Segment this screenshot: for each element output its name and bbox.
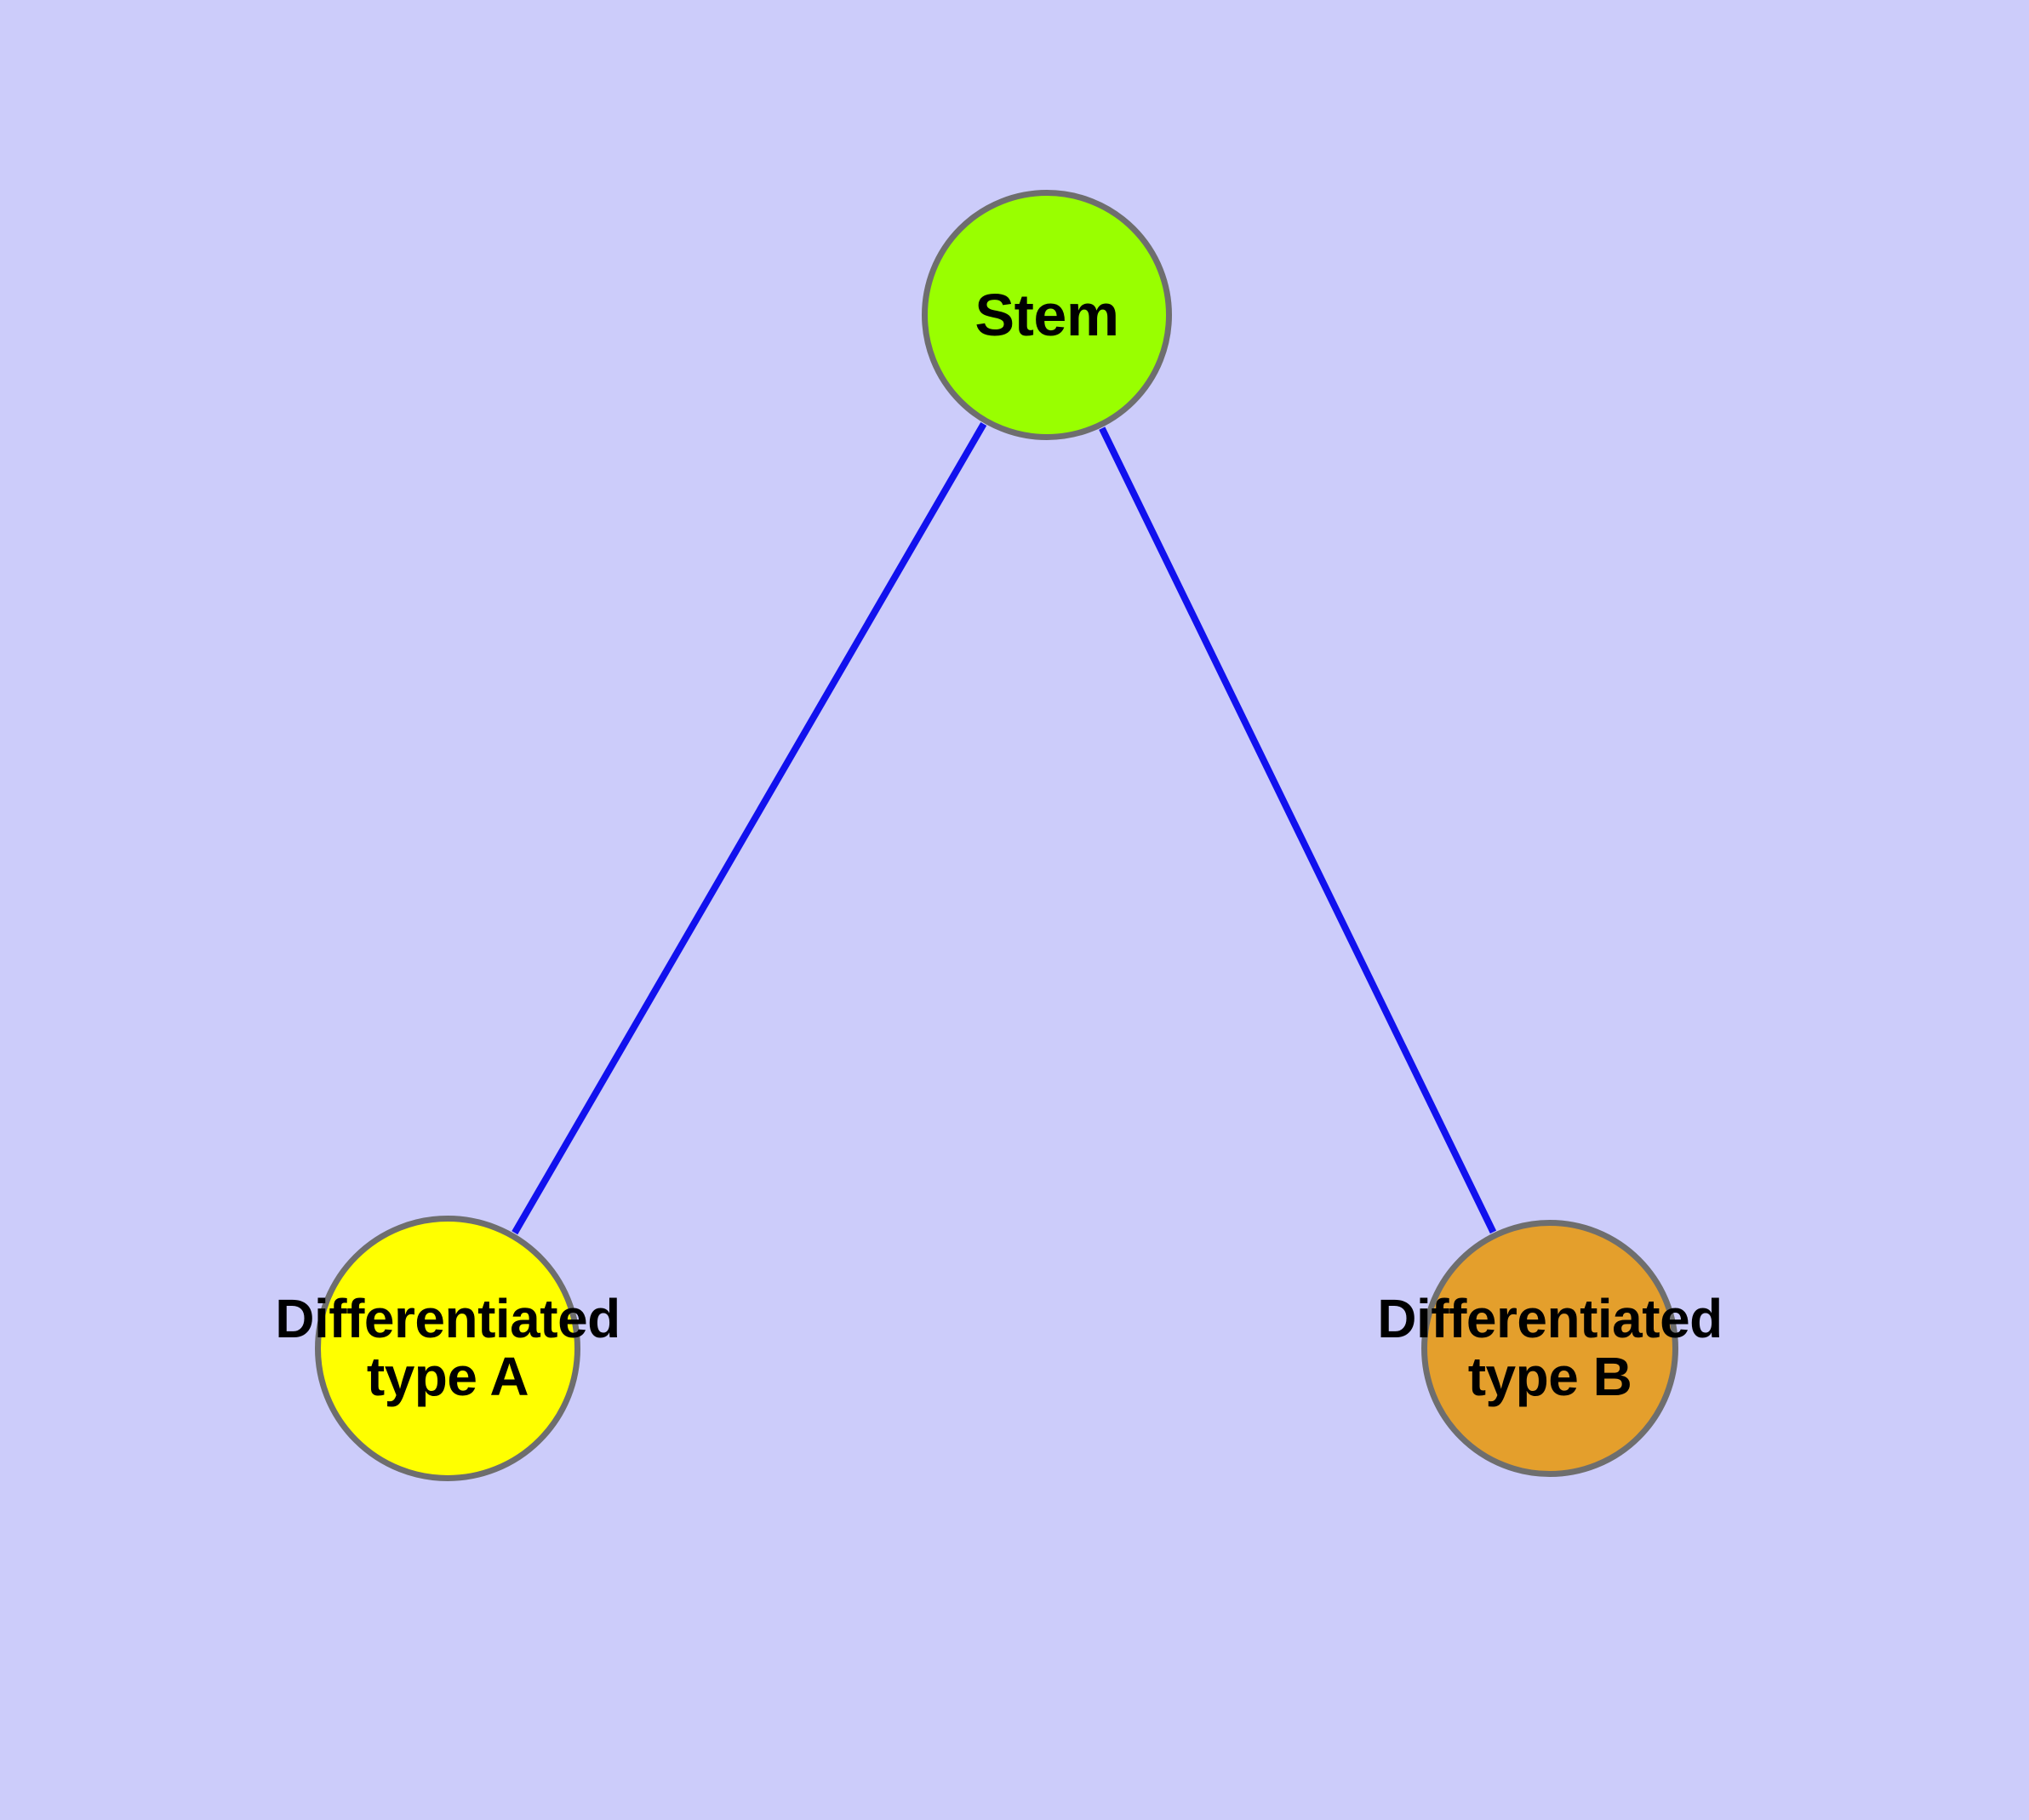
nodes-group [315,190,1678,1481]
edges-group [512,422,1497,1235]
node-circle-diff_b[interactable] [1421,1220,1678,1477]
edge-stem-to-diff_a [512,422,987,1235]
node-circle-stem[interactable] [922,190,1172,440]
node-circle-diff_a[interactable] [315,1216,580,1481]
edge-stem-to-diff_b [1099,426,1497,1234]
